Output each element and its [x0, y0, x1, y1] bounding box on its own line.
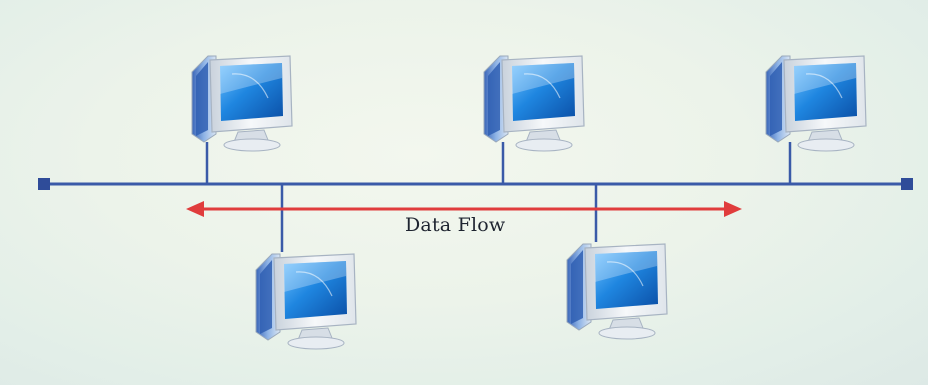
data-flow-label: Data Flow [405, 214, 506, 236]
computer-top-2-icon [483, 55, 585, 152]
data-flow-arrow [186, 201, 742, 217]
computer-top-1-icon [191, 55, 293, 152]
computer-bottom-2-icon [566, 243, 668, 340]
terminator-left-icon [38, 178, 50, 190]
terminator-right-icon [901, 178, 913, 190]
computer-top-3-icon [765, 55, 867, 152]
computer-bottom-1-icon [255, 253, 357, 350]
